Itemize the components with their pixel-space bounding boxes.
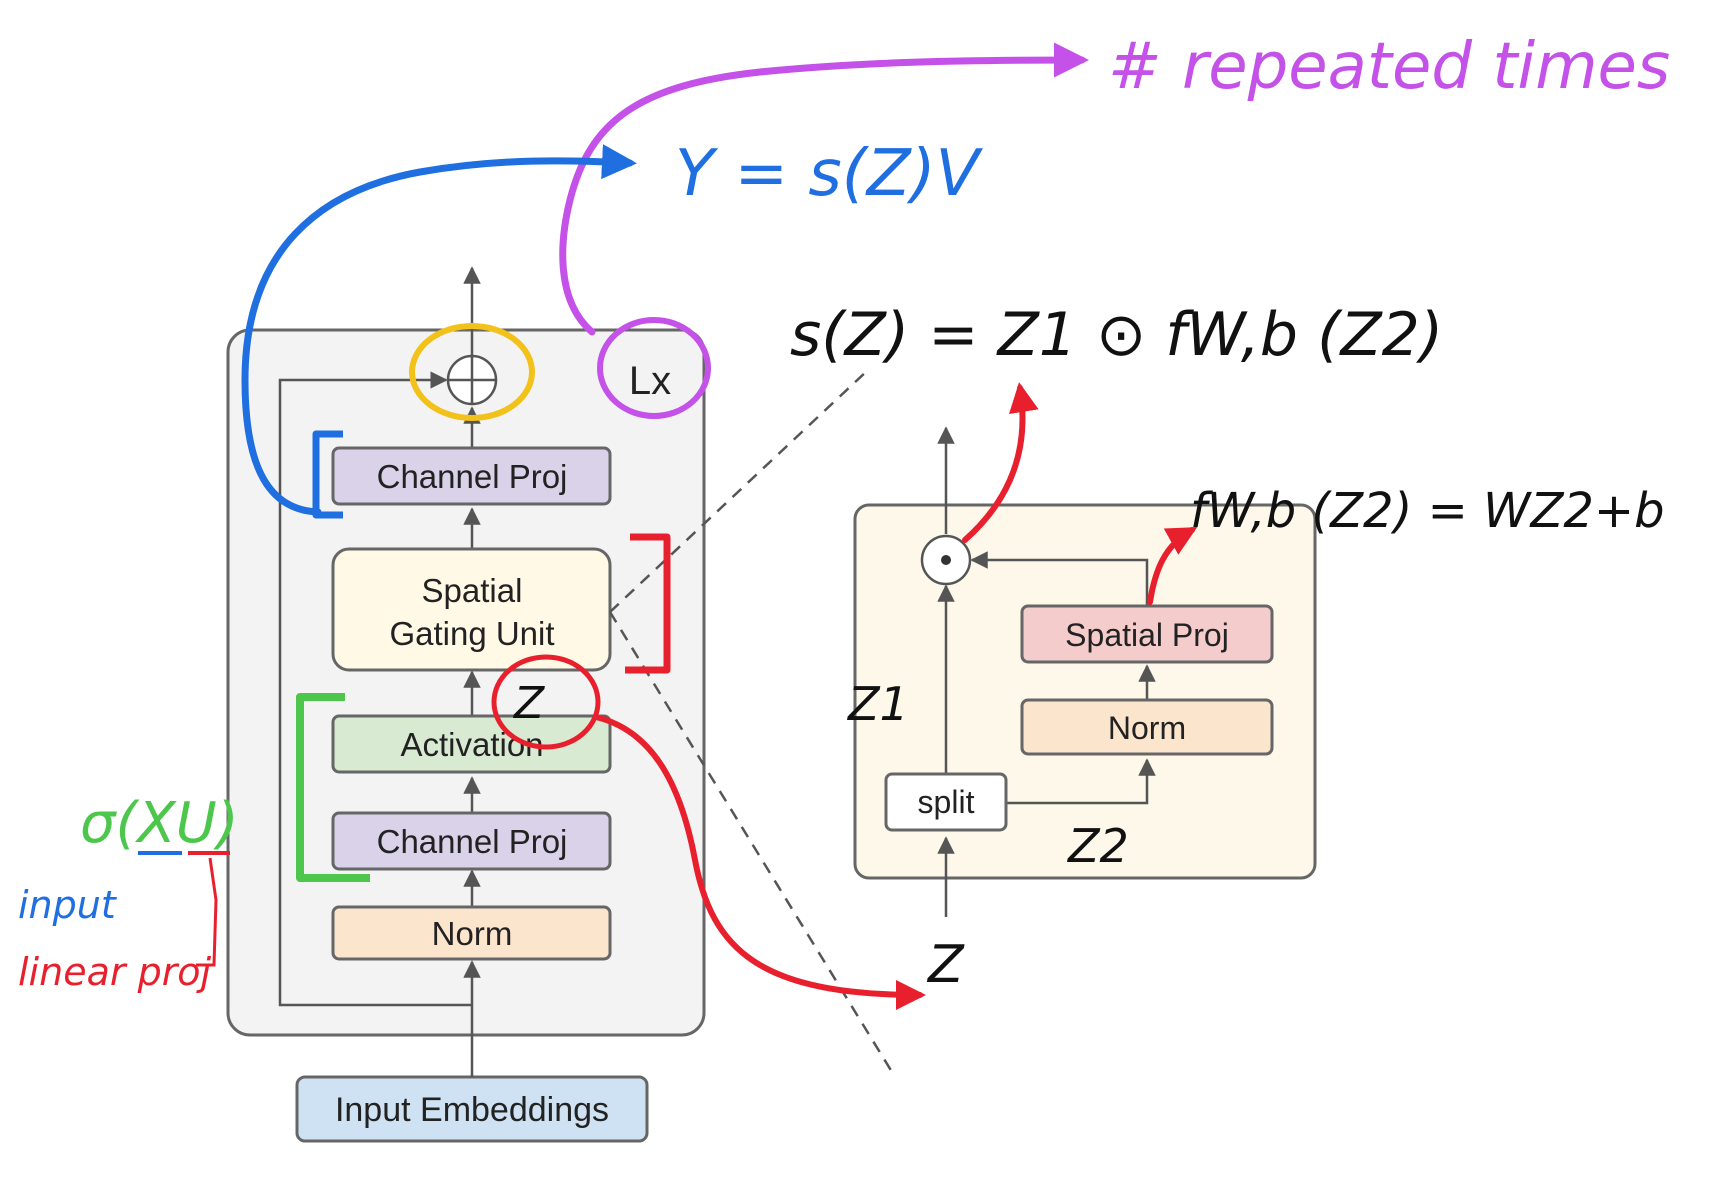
channel-proj-lower-box	[331, 811, 612, 871]
spatial-proj-label: Spatial Proj	[1065, 617, 1229, 653]
blue-bracket	[312, 430, 343, 519]
red-linear-pointer	[196, 857, 218, 967]
elementwise-multiply-dot	[941, 555, 951, 565]
z1-annotation: Z1	[846, 677, 909, 731]
zoom-dashed-line-upper	[609, 369, 869, 613]
y-formula-annotation: Y = s(Z)V	[675, 137, 984, 211]
sigma-formula-annotation: σ(XU)	[80, 791, 239, 856]
blue-output-arrow	[241, 144, 637, 516]
z-annotation: Z	[513, 678, 545, 729]
norm-box	[331, 905, 612, 961]
purple-lx-circle	[597, 317, 711, 419]
norm-label: Norm	[432, 915, 513, 952]
purple-repeat-arrow	[559, 42, 1089, 336]
repeated-times-annotation: # repeated times	[1108, 30, 1670, 104]
input-embeddings-label: Input Embeddings	[335, 1091, 609, 1129]
input-annotation: input	[18, 883, 118, 927]
red-gate-output-arrow	[962, 382, 1039, 543]
sgu-label-line1: Spatial	[422, 572, 523, 609]
z-detail-annotation: Z	[926, 935, 965, 995]
sgu-label-line2: Gating Unit	[389, 615, 554, 652]
sgu-box	[331, 547, 612, 672]
residual-skip-line	[278, 371, 472, 1007]
yellow-add-circle	[409, 323, 535, 421]
detail-norm-box	[1020, 698, 1274, 756]
split-box	[884, 772, 1008, 832]
activation-label: Activation	[400, 726, 543, 763]
spatial-proj-box	[1020, 604, 1274, 664]
channel-proj-upper-label: Channel Proj	[377, 458, 568, 495]
channel-proj-upper-box	[331, 446, 612, 506]
zoom-dashed-line-lower	[608, 611, 894, 1073]
red-spatial-proj-arrow	[1147, 527, 1198, 605]
channel-proj-lower-label: Channel Proj	[377, 823, 568, 860]
detail-norm-label: Norm	[1108, 710, 1186, 746]
repeat-count-label: Lx	[629, 359, 671, 403]
activation-box	[331, 714, 612, 774]
detail-branch-line	[1006, 758, 1156, 805]
linear-proj-annotation: linear proj	[18, 950, 212, 994]
red-sgu-bracket	[625, 533, 671, 674]
green-bracket	[296, 693, 370, 882]
detail-gate-line	[970, 551, 1149, 606]
s-formula-annotation: s(Z) = Z1 ⊙ fW,b (Z2)	[790, 300, 1443, 370]
red-z-arrow	[593, 714, 926, 1010]
red-z-circle	[491, 654, 601, 750]
f-formula-annotation: fW,b (Z2) = WZ2+b	[1190, 483, 1665, 539]
split-label: split	[918, 784, 975, 820]
z2-annotation: Z2	[1066, 819, 1129, 873]
